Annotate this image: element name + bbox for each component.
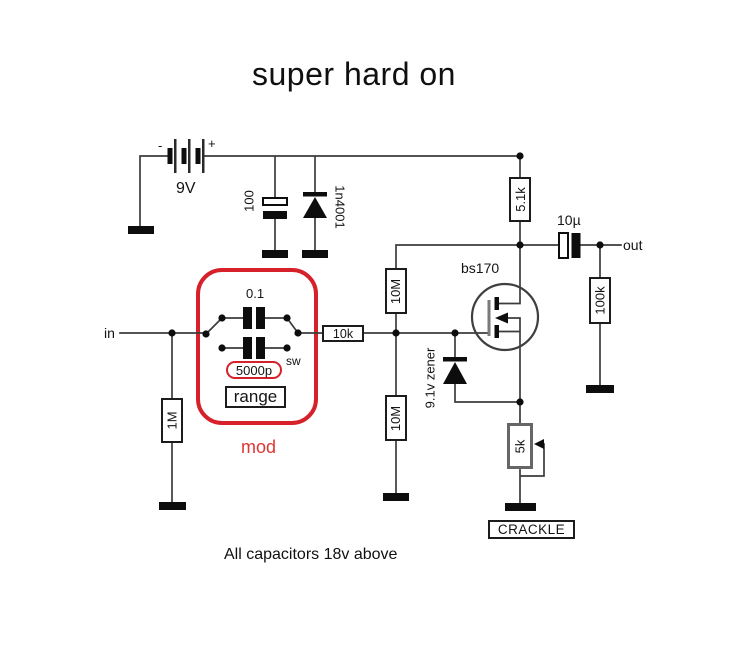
- ground-icon: [128, 226, 154, 234]
- filter-cap-symbol: [262, 197, 288, 219]
- ground-icon: [383, 493, 409, 501]
- ground-symbols: [128, 226, 614, 511]
- crackle-box: CRACKLE: [488, 520, 575, 539]
- battery-label: 9V: [176, 180, 196, 197]
- mod-cap-bottom-label: 5000p: [235, 362, 273, 378]
- resistor-100k: 100k: [589, 277, 611, 324]
- pot-5k: 5k: [507, 423, 533, 469]
- resistor-10m-bottom: 10M: [385, 395, 407, 441]
- resistor-1m-label: 1M: [164, 411, 180, 430]
- mod-cap-symbols: [243, 307, 265, 359]
- transistor-label: bs170: [461, 260, 500, 276]
- protection-diode-label: 1n4001: [332, 185, 348, 229]
- ground-icon: [302, 250, 328, 258]
- ground-icon: [159, 502, 186, 510]
- node-dots: [168, 152, 604, 406]
- resistor-100k-label: 100k: [592, 286, 608, 315]
- output-cap-symbol: [558, 232, 581, 259]
- crackle-label: CRACKLE: [497, 522, 566, 537]
- resistor-5k1-label: 5.1k: [512, 187, 528, 212]
- mosfet-body-arrow-icon: [495, 312, 508, 324]
- input-label: in: [104, 325, 115, 341]
- wires: [119, 155, 622, 504]
- mosfet-symbol: [470, 282, 540, 352]
- zener-label: 9.1v zener: [422, 347, 438, 409]
- resistor-1m: 1M: [161, 398, 183, 443]
- mod-caption: mod: [241, 437, 277, 457]
- resistor-10m-bottom-label: 10M: [388, 405, 404, 431]
- resistor-10k: 10k: [322, 325, 364, 342]
- mod-cap-bottom-label-box: 5000p: [226, 361, 282, 379]
- capacitor-note: All capacitors 18v above: [224, 546, 398, 563]
- battery-plus-label: +: [208, 136, 216, 151]
- battery-minus-label: -: [158, 138, 163, 153]
- resistor-10m-top-label: 10M: [388, 278, 404, 304]
- output-cap-label: 10µ: [557, 212, 581, 228]
- range-box: range: [225, 386, 286, 408]
- page-title: super hard on: [252, 56, 456, 92]
- filter-cap-label: 100: [241, 190, 257, 212]
- output-label: out: [623, 237, 643, 253]
- resistor-10k-label: 10k: [332, 326, 354, 341]
- pot-5k-label: 5k: [512, 439, 528, 453]
- zener-diode-symbol: [443, 357, 467, 384]
- mod-cap-top-label: 0.1: [246, 286, 265, 301]
- battery-symbol: [167, 139, 205, 173]
- mod-highlight-box: [196, 268, 318, 425]
- pot-wiper-arrow-icon: [534, 439, 544, 449]
- protection-diode-symbol: [303, 192, 327, 218]
- resistor-10m-top: 10M: [385, 268, 407, 314]
- ground-icon: [262, 250, 288, 258]
- range-label: range: [233, 387, 278, 406]
- resistor-5k1: 5.1k: [509, 177, 531, 222]
- switch-label: sw: [286, 354, 301, 368]
- ground-icon: [586, 385, 614, 393]
- ground-icon: [505, 503, 536, 511]
